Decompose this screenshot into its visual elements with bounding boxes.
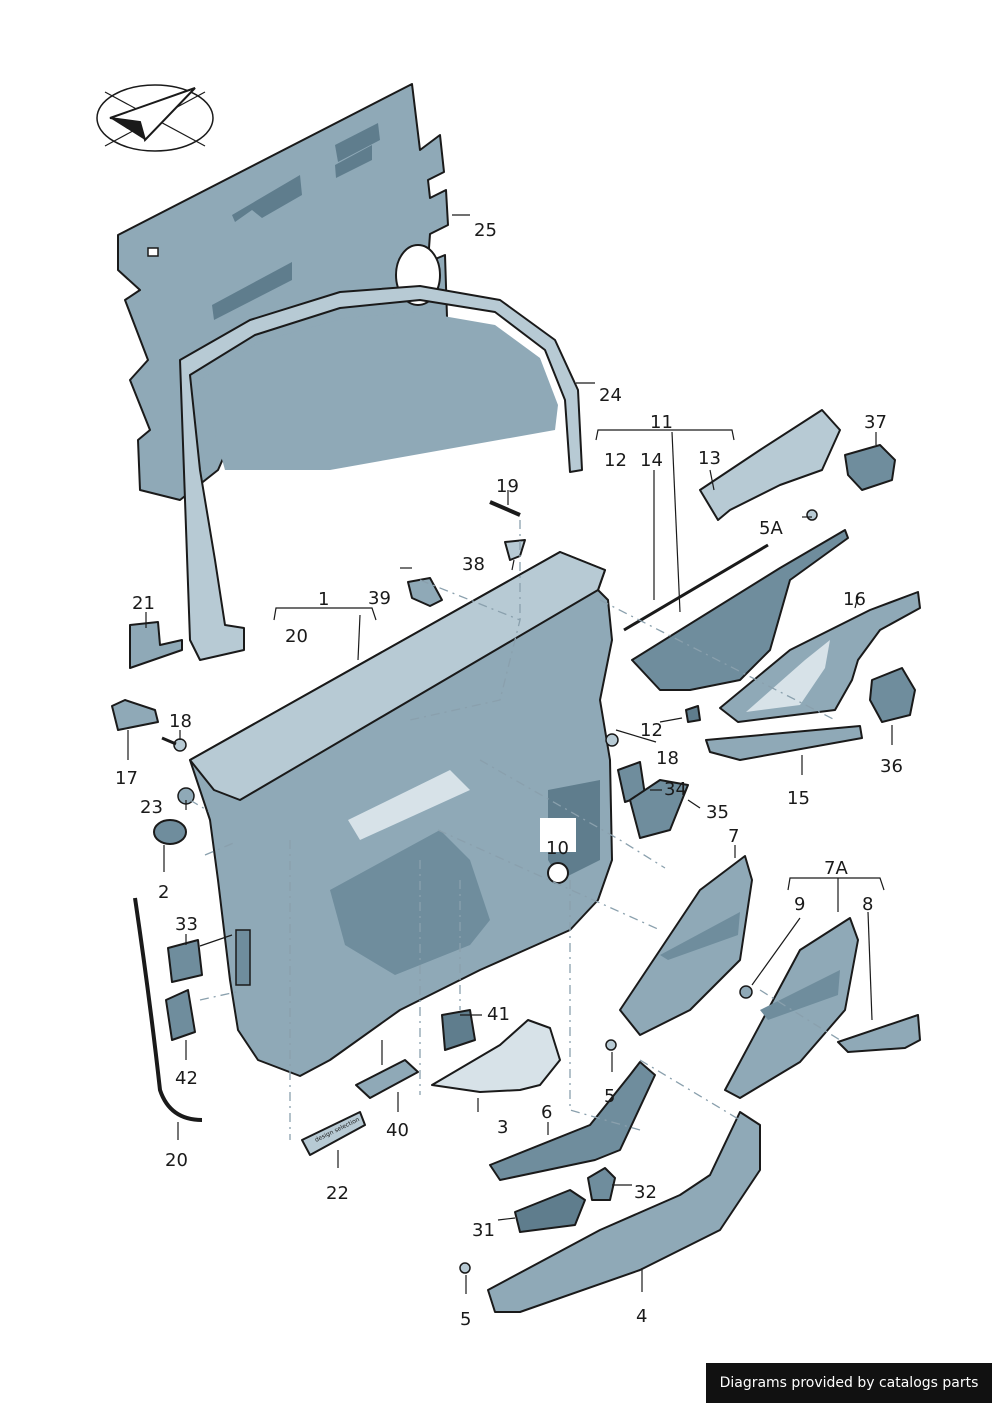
stud-19 <box>489 500 521 517</box>
handle-bracket-11 <box>631 529 849 691</box>
callout-23: 23 <box>140 797 163 818</box>
callout-21: 21 <box>132 593 155 614</box>
callout-5-upper: 5 <box>604 1086 615 1107</box>
door-seal-24 <box>179 285 583 661</box>
switch-panel-6 <box>489 1061 656 1181</box>
inlay-16 <box>719 591 921 723</box>
callout-9: 9 <box>794 894 805 915</box>
leader-lines <box>127 214 893 1294</box>
cable-20 <box>133 897 203 1122</box>
credit-footer: Diagrams provided by catalogs parts <box>706 1363 992 1403</box>
callout-17: 17 <box>115 768 138 789</box>
callout-2: 2 <box>158 882 169 903</box>
callout-11: 11 <box>650 412 673 433</box>
callout-7: 7 <box>728 826 739 847</box>
switch-housing-35 <box>629 779 689 839</box>
callout-35: 35 <box>706 802 729 823</box>
callout-24: 24 <box>599 385 622 406</box>
callout-19: 19 <box>496 476 519 497</box>
callout-37: 37 <box>864 412 887 433</box>
callout-18-right: 18 <box>656 748 679 769</box>
callout-40: 40 <box>386 1120 409 1141</box>
assembly-lines <box>189 520 841 1140</box>
mirror-switch-32 <box>587 1167 616 1201</box>
screw-5a <box>605 1039 617 1051</box>
callout-14: 14 <box>640 450 663 471</box>
window-switch-31 <box>514 1189 586 1233</box>
callout-12-lower: 12 <box>640 720 663 741</box>
callout-1: 1 <box>318 589 329 610</box>
callout-labels: 1 2 3 4 5 5 5A 6 7 7A 8 9 10 11 12 12 13… <box>115 220 903 1330</box>
clip-12 <box>685 705 701 723</box>
callout-10-box <box>540 818 576 852</box>
callout-6: 6 <box>541 1102 552 1123</box>
bracket-21 <box>129 621 183 669</box>
cable-14 <box>623 543 769 632</box>
trim-strip-15 <box>705 725 863 761</box>
screw-18a <box>161 736 187 752</box>
switch-33 <box>167 939 203 983</box>
callout-39: 39 <box>368 588 391 609</box>
switch-42 <box>165 989 196 1041</box>
lamp-40 <box>355 1059 419 1099</box>
callout-42: 42 <box>175 1068 198 1089</box>
callout-8: 8 <box>862 894 873 915</box>
orientation-compass-icon <box>96 84 214 152</box>
callout-32: 32 <box>634 1182 657 1203</box>
screw-18b <box>605 733 619 747</box>
callout-7A: 7A <box>824 858 848 879</box>
door-handle-13 <box>699 409 841 521</box>
speaker-grille-2 <box>153 819 187 845</box>
clip-9 <box>739 985 753 999</box>
screw-5A <box>806 509 818 521</box>
callout-16: 16 <box>843 589 866 610</box>
bracket-17 <box>111 699 159 731</box>
callout-36: 36 <box>880 756 903 777</box>
door-trim-panel-1 <box>189 551 613 1077</box>
door-pocket-7 <box>619 855 753 1036</box>
callout-31: 31 <box>472 1220 495 1241</box>
callout-15: 15 <box>787 788 810 809</box>
armrest-4 <box>487 1111 761 1313</box>
callout-20-upper: 20 <box>285 626 308 647</box>
callout-10: 10 <box>546 838 569 859</box>
callout-33: 33 <box>175 914 198 935</box>
trim-strip-8 <box>837 1014 921 1053</box>
callout-5-lower: 5 <box>460 1309 471 1330</box>
switch-37 <box>844 444 896 491</box>
clip-41 <box>441 1009 476 1051</box>
callout-22: 22 <box>326 1183 349 1204</box>
callout-12-upper: 12 <box>604 450 627 471</box>
door-pocket-7A <box>724 917 859 1099</box>
clip-38 <box>504 539 526 561</box>
badge-22: design selection <box>301 1111 366 1156</box>
callout-25: 25 <box>474 220 497 241</box>
callout-4: 4 <box>636 1306 647 1327</box>
callout-20-lower: 20 <box>165 1150 188 1171</box>
callout-38: 38 <box>462 554 485 575</box>
switch-36 <box>869 667 916 723</box>
callout-34: 34 <box>664 779 687 800</box>
callout-41: 41 <box>487 1004 510 1025</box>
screw-5b <box>459 1262 471 1274</box>
pocket-liner-3 <box>431 1019 561 1093</box>
callout-13: 13 <box>698 448 721 469</box>
insulation-panel-25 <box>117 83 449 501</box>
callout-5A: 5A <box>759 518 783 539</box>
callout-3: 3 <box>497 1117 508 1138</box>
callout-18-left: 18 <box>169 711 192 732</box>
